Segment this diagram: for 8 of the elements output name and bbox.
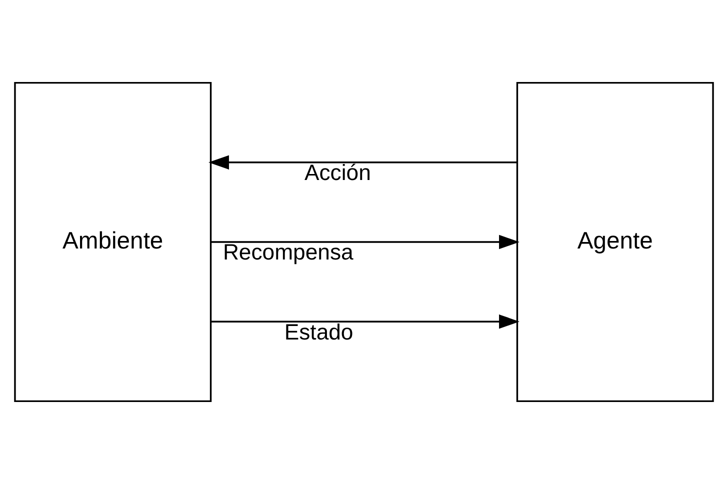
arrow xyxy=(208,154,518,170)
edge-label: Acción xyxy=(304,160,371,185)
node-box: Ambiente xyxy=(14,81,212,402)
arrow xyxy=(210,234,520,249)
edge-label: Estado xyxy=(284,318,354,344)
node-box: Agente xyxy=(516,81,714,402)
arrow xyxy=(210,314,520,328)
edge-label: Recompensa xyxy=(222,239,354,264)
